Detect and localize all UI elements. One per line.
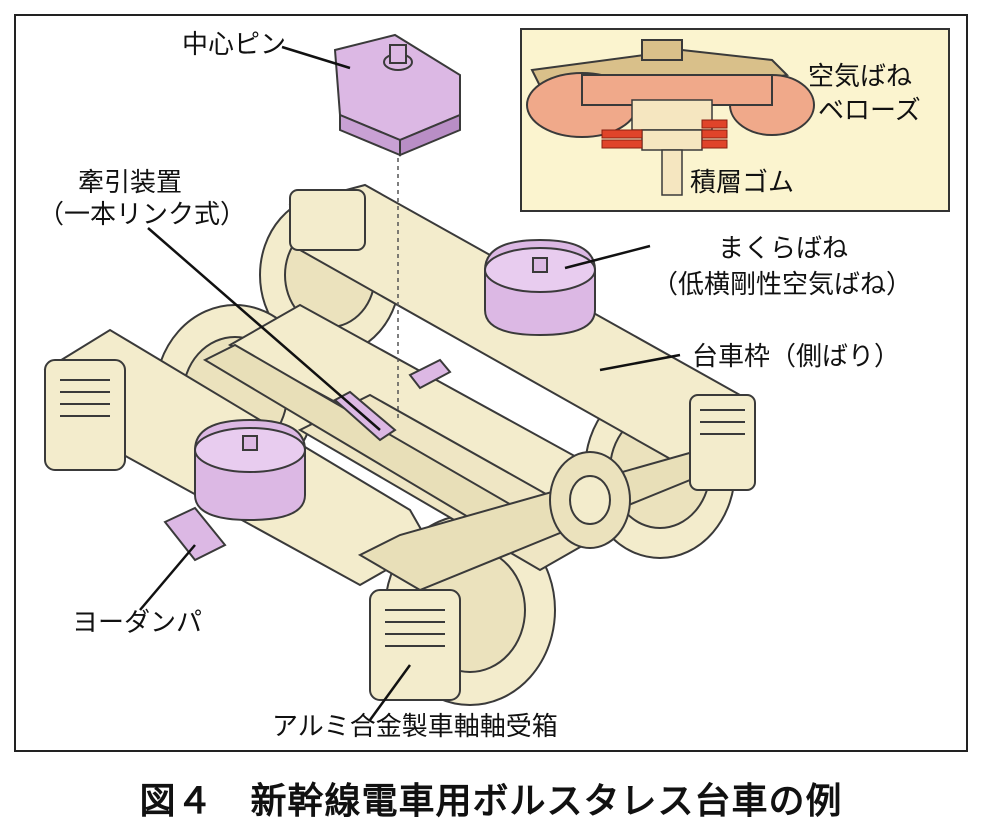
center-pin [333, 33, 461, 157]
figure-caption: 図４ 新幹線電車用ボルスタレス台車の例 [139, 781, 843, 822]
label-traction-type: （一本リンク式） [38, 200, 247, 230]
label-traction-device: 牽引装置 [78, 168, 183, 198]
label-bogie-frame: 台車枠（側ばり） [692, 342, 901, 372]
bolster-spring-front [194, 418, 306, 522]
label-axle-box: アルミ合金製車軸軸受箱 [272, 712, 558, 742]
label-yaw-damper: ヨーダンパ [72, 608, 203, 638]
laminated-rubber-shape [601, 119, 728, 149]
label-center-pin: 中心ピン [182, 30, 287, 60]
inset-cross-section [526, 39, 815, 196]
label-air-spring-bellows-1: 空気ばね [808, 62, 913, 92]
bolster-spring-rear [484, 238, 596, 337]
label-air-spring-bellows-2: ベローズ [818, 96, 921, 126]
air-spring-inset [520, 28, 950, 212]
label-laminated-rubber: 積層ゴム [690, 168, 795, 198]
components [163, 33, 596, 562]
label-bolster-spring-type: （低横剛性空気ばね） [652, 270, 913, 300]
yaw-damper [163, 506, 227, 562]
label-bolster-spring: まくらばね [718, 234, 849, 264]
bogie-illustration [43, 33, 806, 721]
